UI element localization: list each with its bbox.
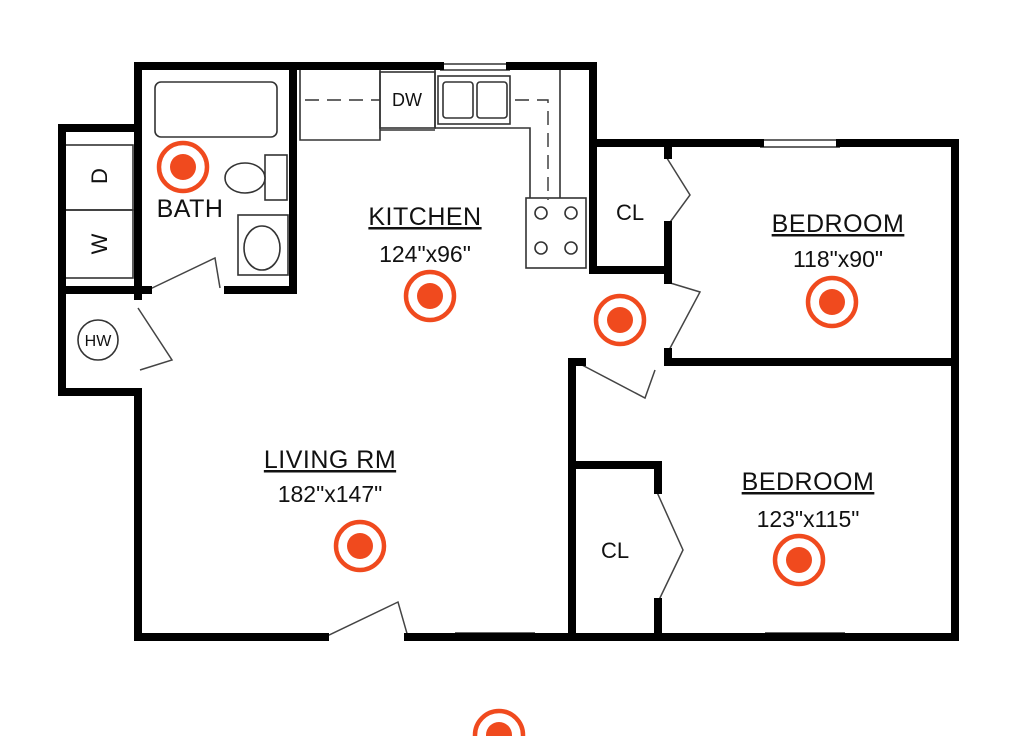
fixtures — [64, 63, 845, 641]
label-closet-2: CL — [601, 538, 629, 563]
bath-sink — [243, 225, 281, 271]
door-hw — [137, 307, 174, 371]
kitchen-sink-outer — [437, 75, 511, 125]
location-pin-icon[interactable] — [472, 708, 526, 736]
upper-cabinets — [305, 99, 549, 200]
room-dim-kitchen: 124"x96" — [379, 241, 471, 267]
kitchen-counter-right — [515, 70, 561, 198]
doors — [137, 154, 702, 638]
room-dim-bedroom-2: 123"x115" — [757, 506, 860, 532]
kitchen-sink-left — [442, 81, 474, 119]
label-dryer: D — [87, 168, 112, 184]
location-pin-icon[interactable] — [403, 269, 457, 323]
toilet-tank — [264, 154, 288, 201]
room-name-bath: BATH — [157, 195, 224, 223]
room-labels: BATH KITCHEN 124"x96" BEDROOM 118"x90" L… — [85, 90, 905, 563]
door-front — [324, 600, 409, 638]
room-name-living: LIVING RM — [264, 446, 396, 474]
door-closet-2 — [655, 489, 684, 603]
room-dim-living: 182"x147" — [278, 481, 383, 507]
label-closet-1: CL — [616, 200, 644, 225]
markers[interactable] — [156, 140, 859, 736]
label-dishwasher: DW — [392, 90, 422, 110]
water-heater-circle — [77, 319, 119, 361]
stove — [525, 197, 587, 269]
room-name-kitchen: KITCHEN — [368, 203, 481, 231]
room-name-bedroom-1: BEDROOM — [772, 210, 905, 238]
location-pin-icon[interactable] — [333, 519, 387, 573]
window-kitchen — [440, 63, 510, 71]
bathtub — [154, 81, 278, 138]
room-name-bedroom-2: BEDROOM — [742, 468, 875, 496]
label-washer: W — [87, 233, 112, 254]
door-bedroom-2 — [581, 364, 656, 400]
location-pin-icon[interactable] — [593, 293, 647, 347]
door-bath — [147, 256, 221, 291]
location-pin-icon[interactable] — [772, 533, 826, 587]
toilet-bowl — [224, 162, 266, 194]
kitchen-sink-right — [476, 81, 508, 119]
location-pin-icon[interactable] — [156, 140, 210, 194]
door-bedroom-1 — [666, 281, 702, 353]
location-pin-icon[interactable] — [805, 275, 859, 329]
room-dim-bedroom-1: 118"x90" — [793, 246, 883, 272]
label-water-heater: HW — [85, 333, 113, 350]
door-closet-1 — [664, 154, 691, 226]
walls — [58, 62, 959, 641]
window-bedroom-1 — [760, 139, 840, 148]
